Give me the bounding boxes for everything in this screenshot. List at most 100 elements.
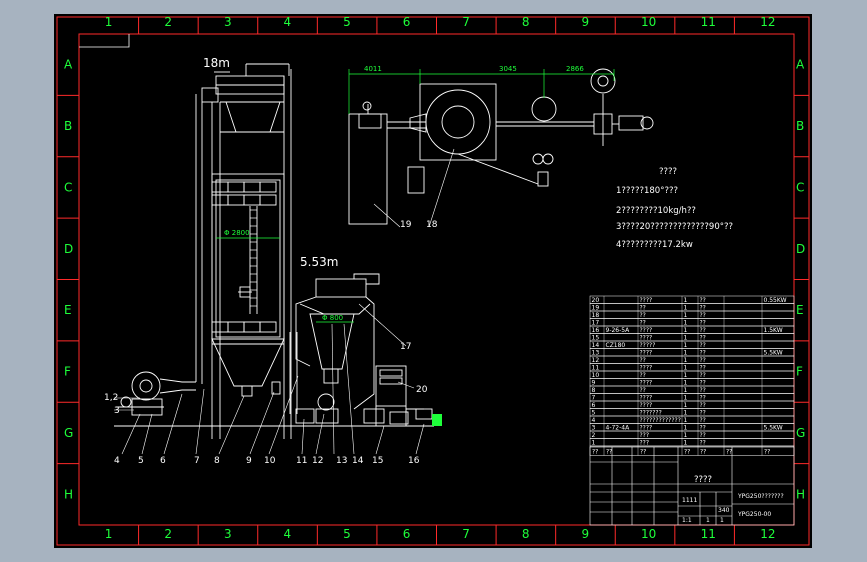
zone-col-label: 2 [164, 15, 172, 29]
zone-row-label: F [796, 365, 803, 379]
zone-row-label: B [64, 119, 72, 133]
bom-cell: ?? [700, 425, 706, 432]
dim-3: 2866 [566, 65, 584, 73]
bom-cell: ?? [700, 342, 706, 349]
bom-cell: 12 [592, 357, 600, 364]
zone-col-label: 11 [701, 15, 716, 29]
zone-col-label: 7 [462, 527, 470, 541]
bom-cell: ?? [640, 357, 646, 364]
bom-cell: 18 [592, 312, 600, 319]
zone-row-label: C [796, 180, 804, 194]
bom-row: 12??1?? [589, 355, 795, 364]
zone-col-label: 10 [641, 527, 656, 541]
zone-row-label: F [64, 365, 71, 379]
bom-cell: 4-72-4A [606, 425, 631, 432]
zone-col-label: 12 [760, 527, 775, 541]
bom-cell: ????? [640, 342, 656, 349]
plan-view [348, 68, 654, 225]
bom-row: 18?? 1?? [589, 310, 795, 319]
note-4: 4?????????17.2kw [616, 240, 693, 250]
motor-tag [432, 414, 442, 426]
zone-row-label: E [64, 303, 72, 317]
bom-cell: 11 [592, 365, 600, 372]
bom-cell: ????????????? [640, 417, 681, 424]
zone-col-label: 6 [403, 15, 411, 29]
bom-cell: 1 [684, 312, 688, 319]
bom-header-cell: ?? [726, 449, 732, 456]
title-center: ???? [694, 475, 712, 485]
zone-col-label: 4 [284, 15, 292, 29]
bom-cell: ?? [640, 305, 646, 312]
dim-1: 4011 [364, 65, 382, 73]
zone-col-label: 9 [581, 527, 589, 541]
zone-row-label: G [796, 426, 805, 440]
bom-cell: ?? [700, 395, 706, 402]
label-7: 7 [194, 456, 200, 466]
height-mid-label: 5.53m [300, 255, 338, 269]
label-17: 17 [400, 342, 411, 352]
bom-cell: ???? [640, 350, 653, 357]
bom-cell: ?? [700, 320, 706, 327]
bom-cell: 5 [592, 410, 596, 417]
bom-cell: 14 [592, 342, 600, 349]
bom-row: 8??1?? [589, 385, 795, 394]
bom-cell: ?? [700, 372, 706, 379]
zone-col-label: 5 [343, 15, 351, 29]
zone-row-label: H [796, 487, 805, 501]
zone-col-label: 8 [522, 527, 530, 541]
bom-cell: 1 [684, 320, 688, 327]
bom-row: 11????1?? [589, 363, 795, 372]
bom-cell: ?? [700, 357, 706, 364]
zone-row-label: E [796, 303, 804, 317]
label-5: 5 [138, 456, 144, 466]
bom-cell: 20 [592, 297, 600, 304]
bom-cell: 7 [592, 395, 596, 402]
bom-cell: ?? [700, 327, 706, 334]
bom-cell: 1 [684, 402, 688, 409]
bom-cell: ???? [640, 402, 653, 409]
bom-cell: ?? [700, 387, 706, 394]
bom-cell: 1 [592, 440, 596, 447]
dim-small: Φ 800 [322, 314, 343, 322]
dim-inner: Φ 2800 [224, 229, 250, 237]
bom-cell: 1 [684, 410, 688, 417]
bom-cell: ?? [700, 312, 706, 319]
zone-row-label: D [796, 242, 805, 256]
bom-cell: 1 [684, 342, 688, 349]
bom-cell: 1 [684, 417, 688, 424]
zone-row-label: H [64, 487, 73, 501]
zone-col-label: 8 [522, 15, 530, 29]
bom-cell: 1 [684, 297, 688, 304]
bom-cell: 8 [592, 387, 596, 394]
bom-row: 13????1??5.5KW [589, 348, 795, 357]
title-count: 1 [720, 517, 724, 524]
bom-cell: 16 [592, 327, 600, 334]
title-sheet: 340 [718, 507, 730, 514]
zone-col-label: 4 [284, 527, 292, 541]
title-scale-b: 1 [706, 517, 710, 524]
zone-col-label: 3 [224, 15, 232, 29]
bom-cell: 1 [684, 365, 688, 372]
bom-cell: ?? [700, 440, 706, 447]
bom-row: 4?????????????1?? [589, 415, 795, 424]
zone-row-label: A [64, 58, 73, 72]
bom-cell: 1 [684, 380, 688, 387]
bom-cell: ?? [640, 312, 646, 319]
bom-cell: 13 [592, 350, 600, 357]
bom-header: ?????????????? [589, 445, 795, 456]
zone-grid-lines [57, 17, 809, 545]
title-scale-a: 1:1 [682, 517, 692, 524]
bom-cell: ???? [640, 365, 653, 372]
zone-col-label: 3 [224, 527, 232, 541]
bom-cell: 3 [592, 425, 596, 432]
bom-header-cell: ?? [640, 449, 646, 456]
bom-cell: 9 [592, 380, 596, 387]
bom-header-cell: ?? [606, 449, 612, 456]
outer-border [56, 16, 810, 546]
bom-cell: ???? [640, 335, 653, 342]
zone-col-label: 2 [164, 527, 172, 541]
